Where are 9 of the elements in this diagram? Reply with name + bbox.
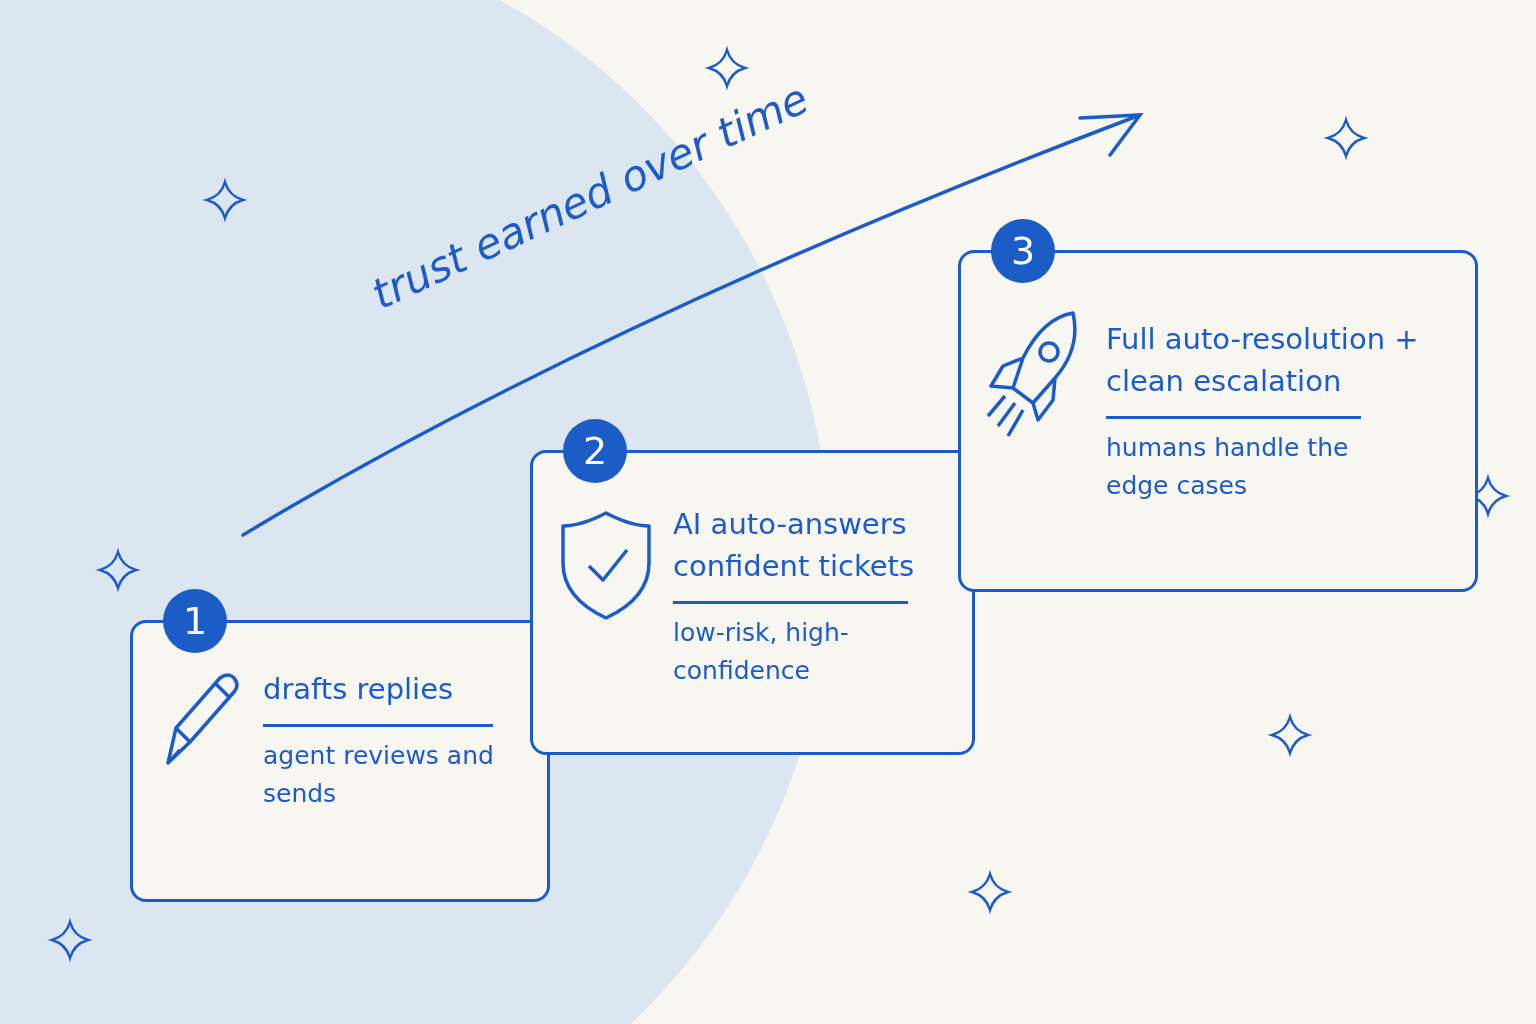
step-description: low-risk, high-confidence xyxy=(673,617,850,687)
step-number-badge: 2 xyxy=(563,419,627,483)
step-heading: Full auto-resolution + clean escalation xyxy=(1106,321,1420,400)
step-number-badge: 1 xyxy=(163,589,227,653)
step-heading: AI auto-answers confident tickets xyxy=(673,506,915,585)
step-description: agent reviews and sends xyxy=(263,740,495,810)
step-heading: drafts replies xyxy=(263,671,455,708)
step-number-badge: 3 xyxy=(991,219,1055,283)
step-description: humans handle the edge cases xyxy=(1106,432,1350,502)
